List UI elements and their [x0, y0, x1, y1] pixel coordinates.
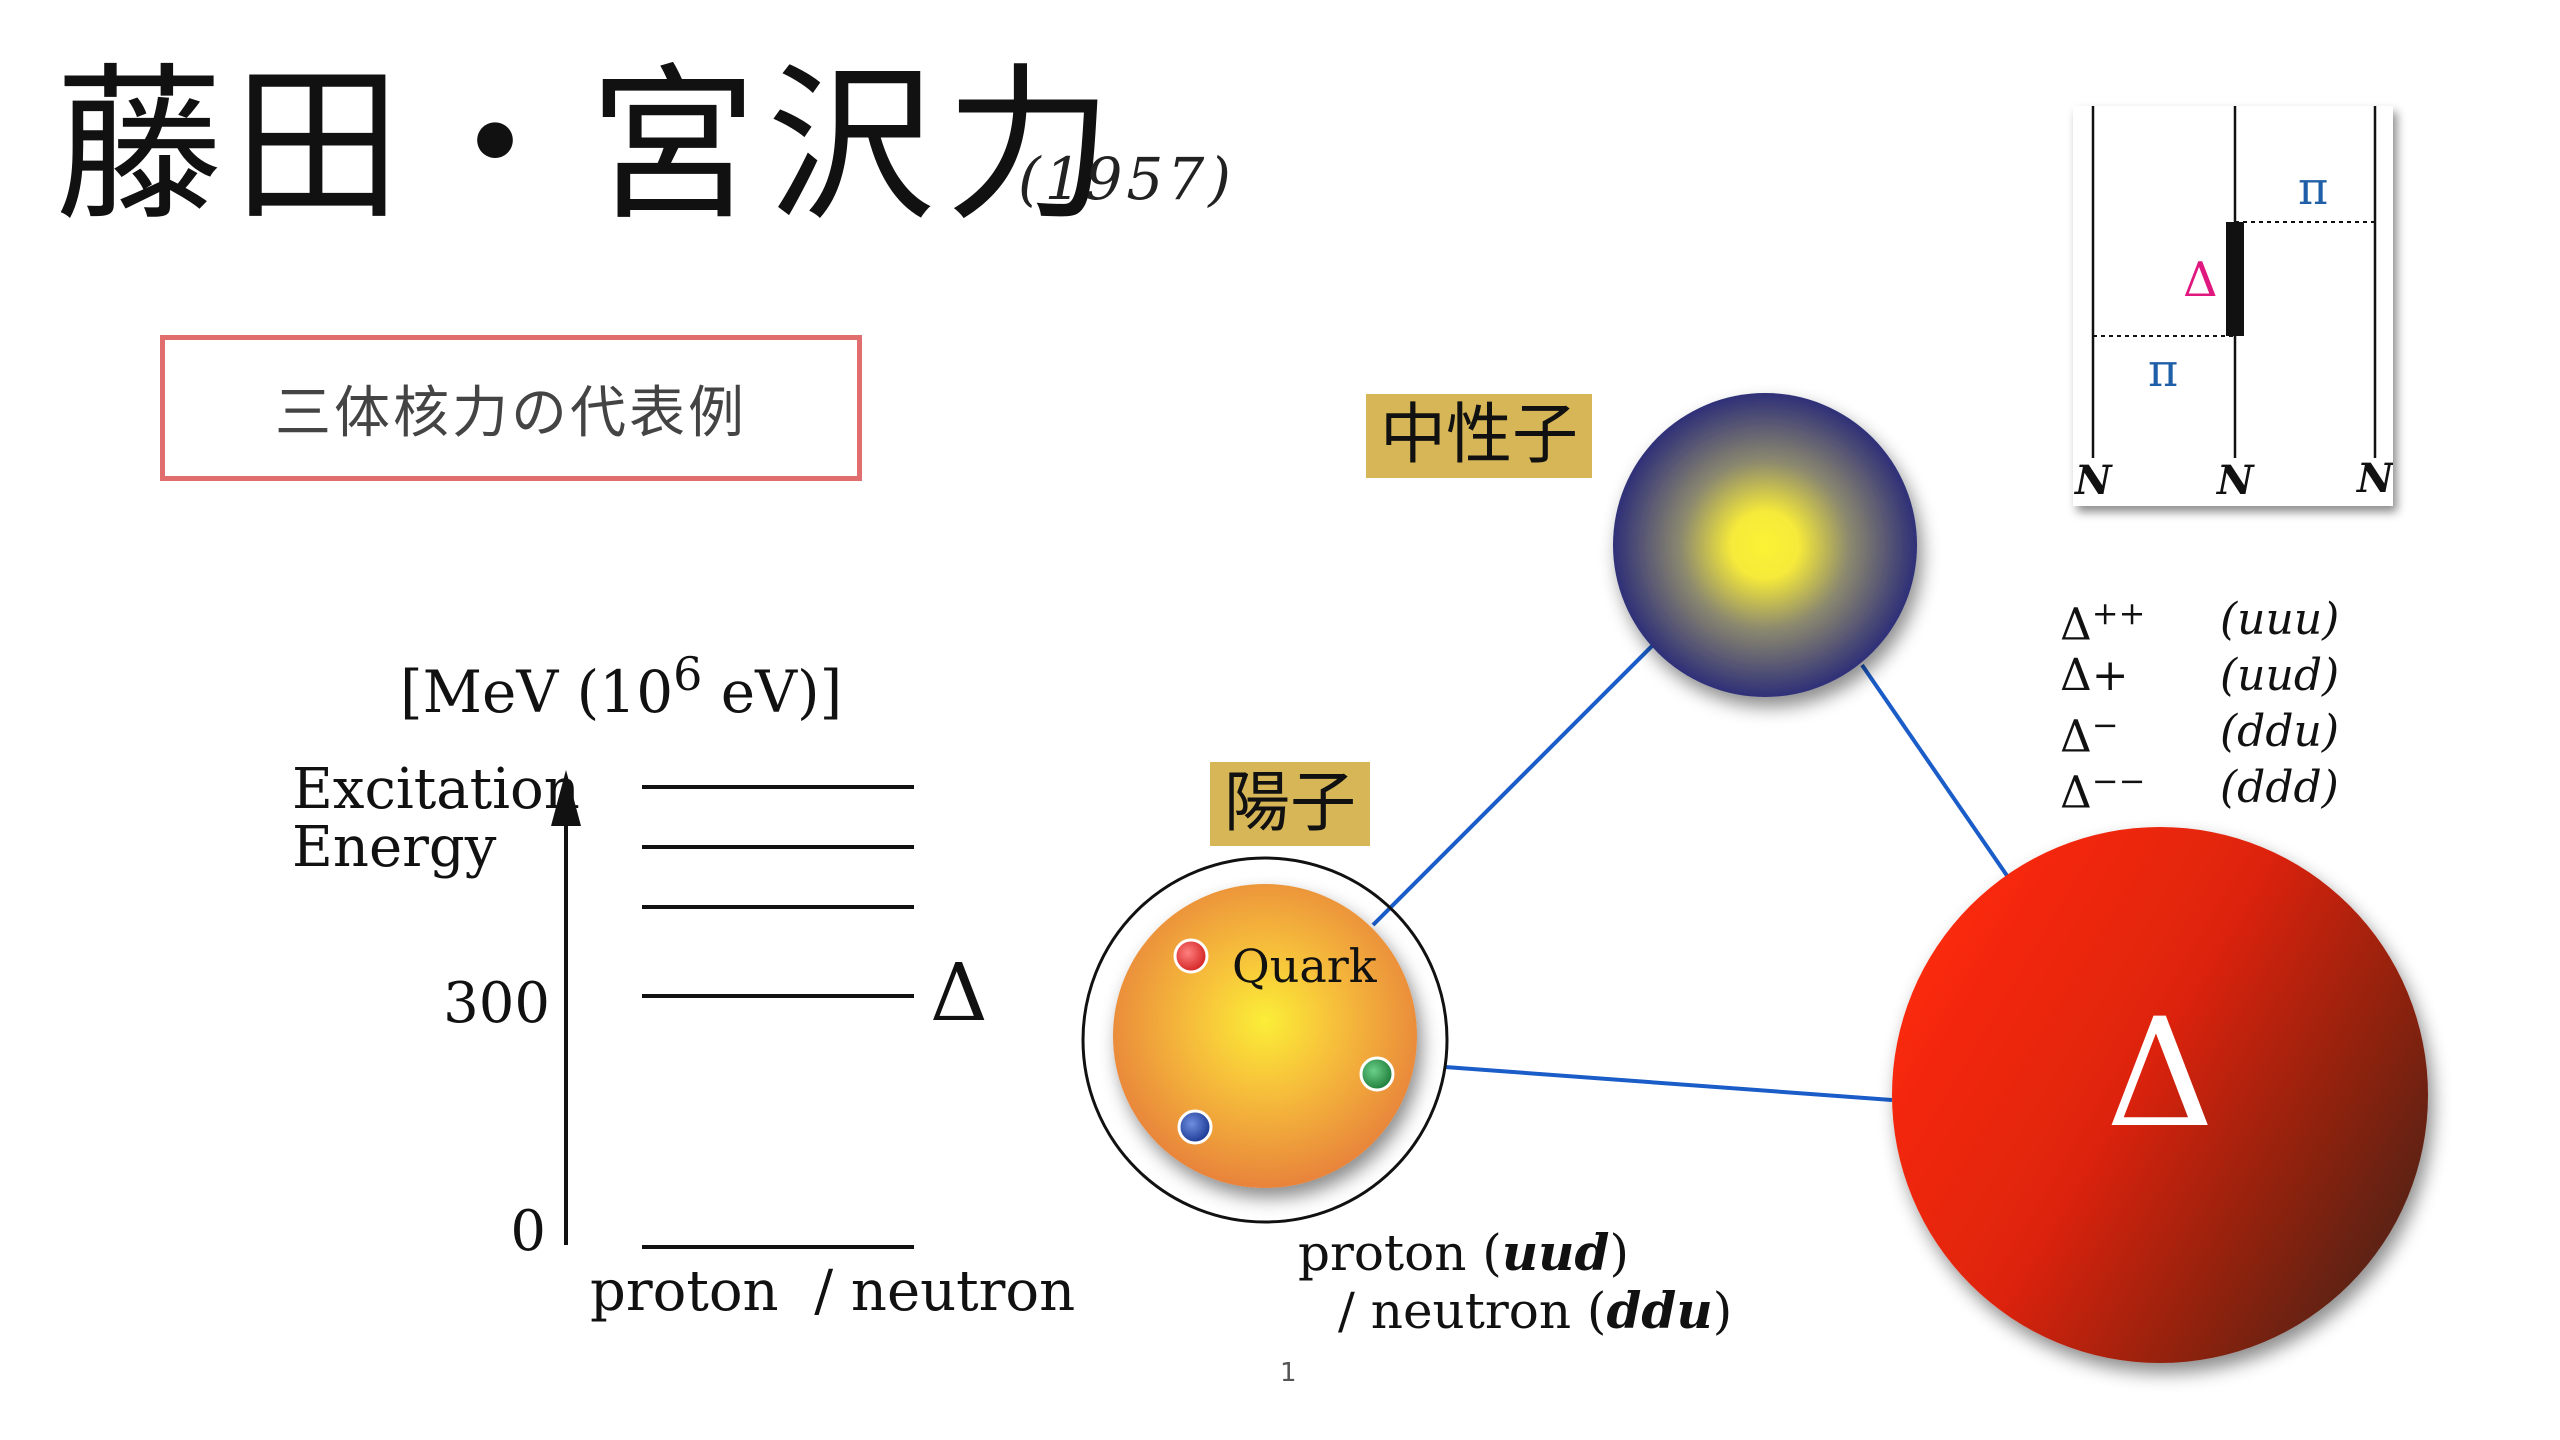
- quark-label: Quark: [1232, 939, 1378, 993]
- delta-sphere: [1892, 827, 2428, 1363]
- subtitle-text: 三体核力の代表例: [275, 380, 747, 446]
- energy-axis-arrowhead: [551, 770, 581, 826]
- nucleon-label-left: N: [2073, 457, 2113, 504]
- delta-symbol: Δ: [2060, 711, 2092, 763]
- delta-symbol: Δ: [2060, 599, 2092, 651]
- tick-label-0: 0: [510, 1199, 546, 1264]
- nucleon-label-right: N: [2355, 455, 2393, 502]
- quark-blue: [1177, 1109, 1213, 1145]
- proton-caption-line1: proton (uud): [1298, 1223, 1629, 1282]
- subtitle-box: 三体核力の代表例: [160, 335, 862, 481]
- axis-label-excitation: Excitation: [292, 757, 580, 822]
- neutron-label: 中性子: [1366, 394, 1592, 478]
- delta-quark-content: (uuu): [2220, 594, 2340, 645]
- delta-quark-content: (uud): [2220, 650, 2340, 701]
- delta-excitation-bar: [2226, 222, 2244, 336]
- delta-quark-content: (ddd): [2220, 762, 2339, 813]
- neutron-sphere: [1613, 393, 1917, 697]
- delta-charge: −−: [2091, 762, 2146, 800]
- nucleon-triangle-diagram: Quark Δ proton (uud) / neutron (ddu): [1081, 393, 2428, 1363]
- pion-label-top: π: [2298, 161, 2328, 215]
- pion-label-bottom: π: [2148, 343, 2178, 397]
- delta-level-label: Δ: [930, 946, 988, 1039]
- axis-label-energy: Energy: [292, 815, 497, 880]
- tick-label-300: 300: [443, 971, 550, 1036]
- page-number: 1: [1280, 1358, 1297, 1388]
- proton-caption-line2: / neutron (ddu): [1338, 1281, 1732, 1340]
- slide-title: 藤田・宮沢力: [55, 48, 1123, 244]
- proton-outline: [1081, 856, 1449, 1224]
- energy-unit-label: [MeV (106 eV)]: [400, 647, 842, 726]
- link-proton-delta: [1444, 1065, 1893, 1102]
- link-neutron-delta: [1860, 663, 2012, 882]
- inset-diagram: π π Δ N N N: [2073, 106, 2395, 504]
- delta-charge: −: [2091, 706, 2119, 744]
- delta-charge: ++: [2091, 594, 2146, 632]
- delta-charge: +: [2091, 650, 2129, 701]
- proton-sphere: [1113, 884, 1417, 1188]
- delta-label: Δ: [2183, 252, 2218, 308]
- three-body-force-inset: π π Δ N N N: [2073, 106, 2395, 506]
- link-proton-neutron: [1371, 641, 1657, 927]
- delta-symbol: Δ: [2060, 650, 2092, 701]
- proton-label: 陽子: [1210, 762, 1370, 846]
- quark-green: [1359, 1056, 1395, 1092]
- delta-quark-content: (ddu): [2220, 706, 2340, 757]
- quark-red: [1173, 938, 1209, 974]
- energy-x-label: proton / neutron: [590, 1259, 1075, 1324]
- delta-symbol: Δ: [2060, 767, 2092, 819]
- title-year: (1957): [1018, 145, 1235, 213]
- delta-sphere-symbol: Δ: [2106, 987, 2214, 1161]
- nucleon-label-middle: N: [2215, 457, 2255, 504]
- energy-level-diagram: [MeV (106 eV)] Excitation Energy 300 0 Δ…: [292, 647, 1075, 1324]
